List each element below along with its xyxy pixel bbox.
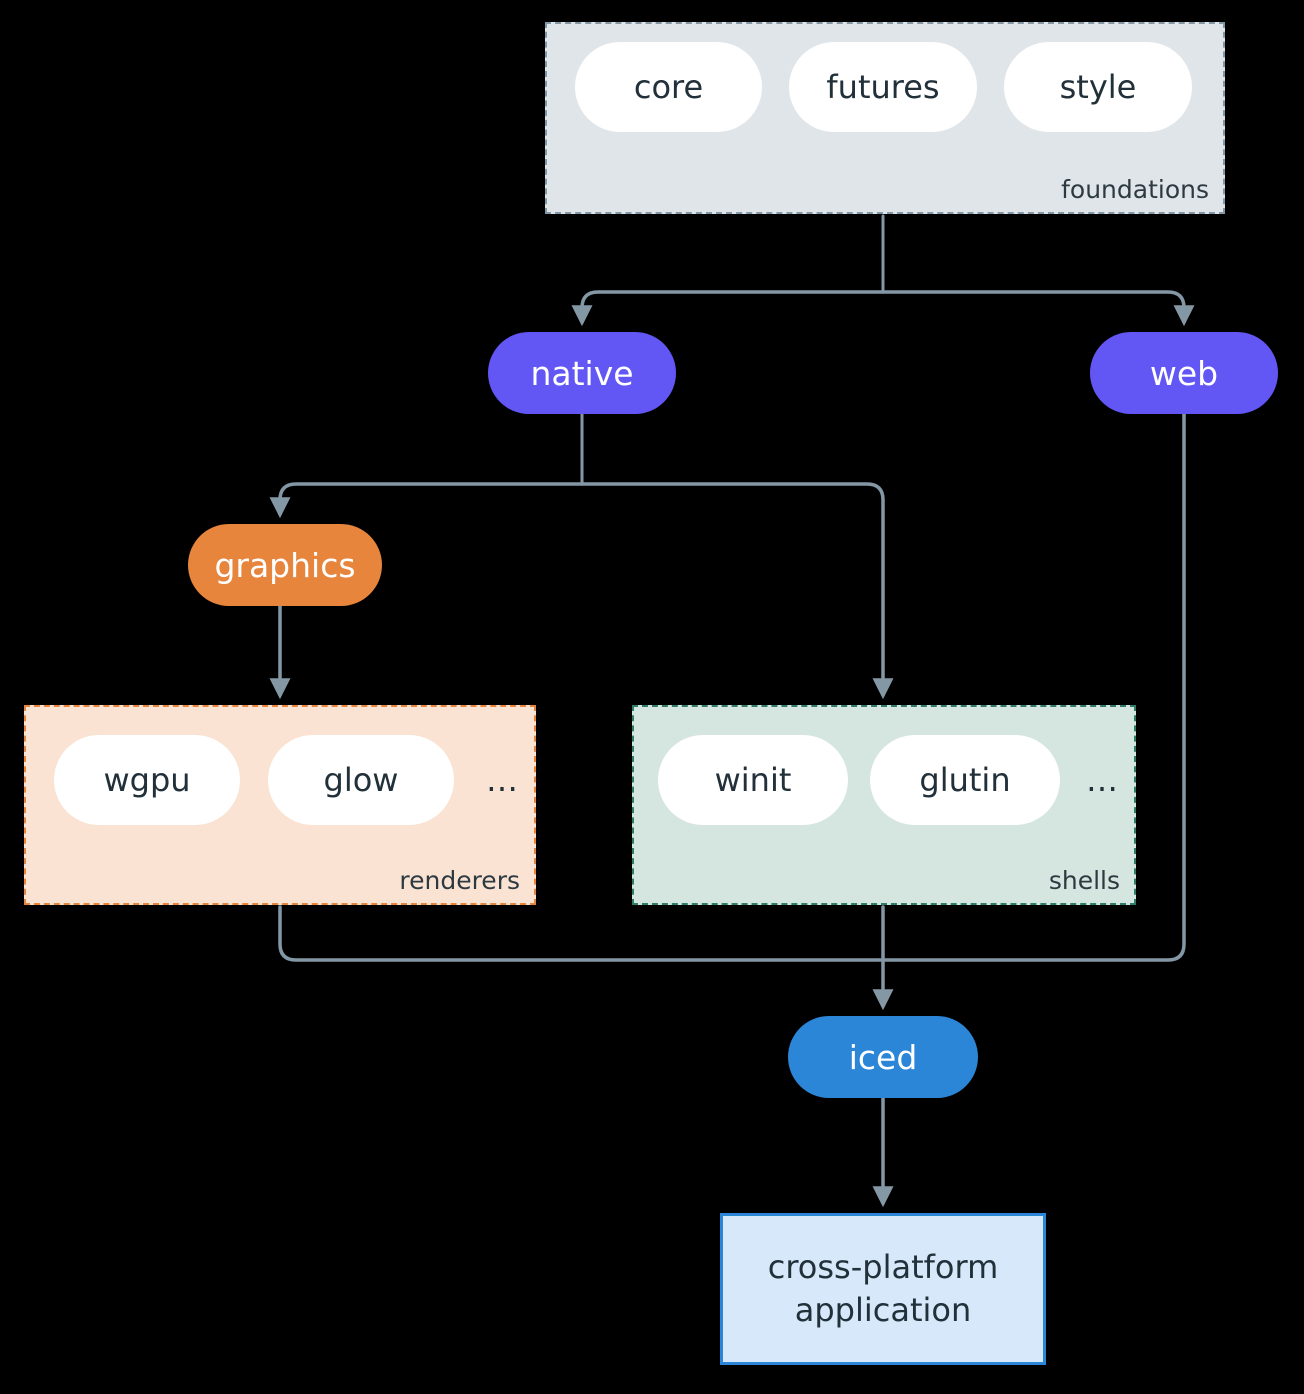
cluster-renderers: wgpu glow … renderers <box>24 705 536 905</box>
pill-glow[interactable]: glow <box>268 735 454 825</box>
node-native[interactable]: native <box>488 332 676 414</box>
pill-core[interactable]: core <box>575 42 762 132</box>
application-line-2: application <box>794 1291 972 1329</box>
edge-native-graphics <box>269 482 584 519</box>
node-iced[interactable]: iced <box>788 1016 978 1098</box>
cluster-foundations: core futures style foundations <box>545 22 1225 214</box>
pill-style[interactable]: style <box>1004 42 1192 132</box>
pill-glutin[interactable]: glutin <box>870 735 1060 825</box>
application-line-1: cross-platform <box>767 1247 999 1286</box>
node-graphics[interactable]: graphics <box>188 524 382 606</box>
edge-native-shells <box>580 482 894 700</box>
cluster-label-renderers: renderers <box>399 866 520 895</box>
renderers-more-ellipsis: … <box>486 761 518 799</box>
cluster-label-shells: shells <box>1048 866 1120 895</box>
pill-futures[interactable]: futures <box>789 42 977 132</box>
edge-renderers-iced <box>278 905 885 962</box>
node-cross-platform-application[interactable]: cross-platform application <box>720 1213 1046 1365</box>
edge-foundations-web <box>881 290 1195 327</box>
cluster-label-foundations: foundations <box>1061 175 1209 204</box>
node-web[interactable]: web <box>1090 332 1278 414</box>
shells-more-ellipsis: … <box>1086 761 1118 799</box>
pill-winit[interactable]: winit <box>658 735 848 825</box>
edge-foundations-native <box>571 290 885 327</box>
cluster-shells: winit glutin … shells <box>632 705 1136 905</box>
pill-wgpu[interactable]: wgpu <box>54 735 240 825</box>
